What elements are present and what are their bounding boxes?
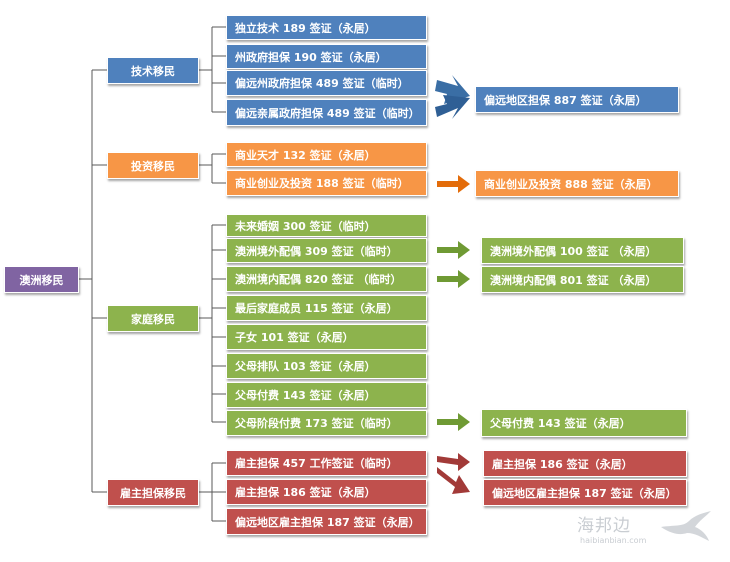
employer-visa-187-label: 偏远地区雇主担保 187 签证（永居） [235, 515, 420, 529]
tech-visa-189-label: 独立技术 189 签证（永居） [235, 21, 376, 35]
employer-visa-186-label: 雇主担保 186 签证（永居） [235, 486, 376, 499]
tech-visa-190-label: 州政府担保 190 签证（永居） [235, 50, 387, 64]
category-employer: 雇主担保移民 [107, 479, 199, 506]
invest-result-888: 商业创业及投资 888 签证（永居） [475, 170, 679, 197]
tech-arrow-lower [435, 95, 470, 119]
invest-visa-132: 商业天才 132 签证（永居） [226, 142, 427, 167]
category-family: 家庭移民 [107, 305, 199, 332]
employer-visa-187: 偏远地区雇主担保 187 签证（永居） [226, 508, 427, 535]
family-result-801-label: 澳洲境内配偶 801 签证 （永居） [490, 273, 657, 287]
tech-result-887: 偏远地区担保 887 签证（永居） [475, 86, 679, 113]
family-visa-115: 最后家庭成员 115 签证（永居） [226, 295, 427, 321]
family-visa-309-label: 澳洲境外配偶 309 签证（临时） [235, 244, 398, 258]
family-arrow-820 [437, 270, 470, 288]
employer-arrow-upper [437, 453, 470, 471]
invest-result-888-label: 商业创业及投资 888 签证（永居） [484, 177, 658, 191]
employer-visa-457-label: 雇主担保 457 工作签证（临时） [235, 457, 398, 470]
tech-visa-489-relative: 偏远亲属政府担保 489 签证（临时） [226, 99, 427, 126]
family-arrow-173 [437, 413, 470, 431]
employer-result-187: 偏远地区雇主担保 187 签证（永居） [483, 479, 687, 506]
category-invest-label: 投资移民 [131, 159, 175, 173]
invest-visa-188: 商业创业及投资 188 签证（临时） [226, 170, 427, 196]
family-visa-101-label: 子女 101 签证（永居） [235, 331, 354, 344]
family-visa-173: 父母阶段付费 173 签证（临时） [226, 410, 427, 436]
family-result-801: 澳洲境内配偶 801 签证 （永居） [481, 266, 684, 293]
watermark-url: haibianbian.com [580, 536, 647, 545]
family-visa-103-label: 父母排队 103 签证（永居） [235, 360, 376, 373]
family-result-100-label: 澳洲境外配偶 100 签证 （永居） [490, 244, 657, 258]
invest-visa-188-label: 商业创业及投资 188 签证（临时） [235, 177, 409, 190]
family-visa-101: 子女 101 签证（永居） [226, 324, 427, 350]
family-result-143: 父母付费 143 签证（永居） [481, 409, 687, 437]
tech-visa-489-state: 偏远州政府担保 489 签证（临时） [226, 70, 427, 96]
family-result-143-label: 父母付费 143 签证（永居） [490, 417, 631, 430]
family-visa-173-label: 父母阶段付费 173 签证（临时） [235, 417, 398, 430]
invest-arrow [437, 175, 470, 193]
family-arrow-309 [437, 241, 470, 259]
family-visa-143-label: 父母付费 143 签证（永居） [235, 389, 376, 402]
category-invest: 投资移民 [107, 152, 199, 179]
tech-arrow-upper [435, 75, 470, 104]
root-label: 澳洲移民 [19, 273, 64, 287]
employer-visa-457: 雇主担保 457 工作签证（临时） [226, 450, 427, 476]
family-visa-300-label: 未来婚姻 300 签证（临时） [235, 219, 376, 233]
family-visa-143: 父母付费 143 签证（永居） [226, 382, 427, 408]
root-node: 澳洲移民 [4, 266, 79, 293]
category-tech-label: 技术移民 [131, 64, 175, 78]
employer-result-186-label: 雇主担保 186 签证（永居） [492, 457, 633, 471]
employer-visa-186: 雇主担保 186 签证（永居） [226, 479, 427, 505]
category-family-label: 家庭移民 [131, 312, 175, 326]
employer-result-187-label: 偏远地区雇主担保 187 签证（永居） [492, 486, 677, 500]
category-tech: 技术移民 [107, 57, 199, 84]
tech-visa-489-relative-label: 偏远亲属政府担保 489 签证（临时） [235, 106, 420, 120]
family-visa-309: 澳洲境外配偶 309 签证（临时） [226, 238, 427, 263]
family-visa-820: 澳洲境内配偶 820 签证 （临时） [226, 266, 427, 292]
invest-visa-132-label: 商业天才 132 签证（永居） [235, 148, 376, 162]
watermark-text: 海邦边 [577, 516, 631, 536]
tech-result-887-label: 偏远地区担保 887 签证（永居） [484, 93, 647, 107]
family-visa-115-label: 最后家庭成员 115 签证（永居） [235, 302, 398, 315]
tech-visa-190: 州政府担保 190 签证（永居） [226, 44, 427, 69]
employer-result-186: 雇主担保 186 签证（永居） [483, 450, 687, 477]
employer-arrow-lower [437, 467, 470, 494]
family-visa-820-label: 澳洲境内配偶 820 签证 （临时） [235, 273, 402, 286]
family-visa-103: 父母排队 103 签证（永居） [226, 353, 427, 379]
family-result-100: 澳洲境外配偶 100 签证 （永居） [481, 237, 684, 264]
tech-visa-489-state-label: 偏远州政府担保 489 签证（临时） [235, 77, 409, 90]
family-visa-300: 未来婚姻 300 签证（临时） [226, 214, 427, 237]
tech-visa-189: 独立技术 189 签证（永居） [226, 15, 427, 40]
bird-logo-icon [661, 511, 711, 541]
category-employer-label: 雇主担保移民 [120, 486, 186, 500]
